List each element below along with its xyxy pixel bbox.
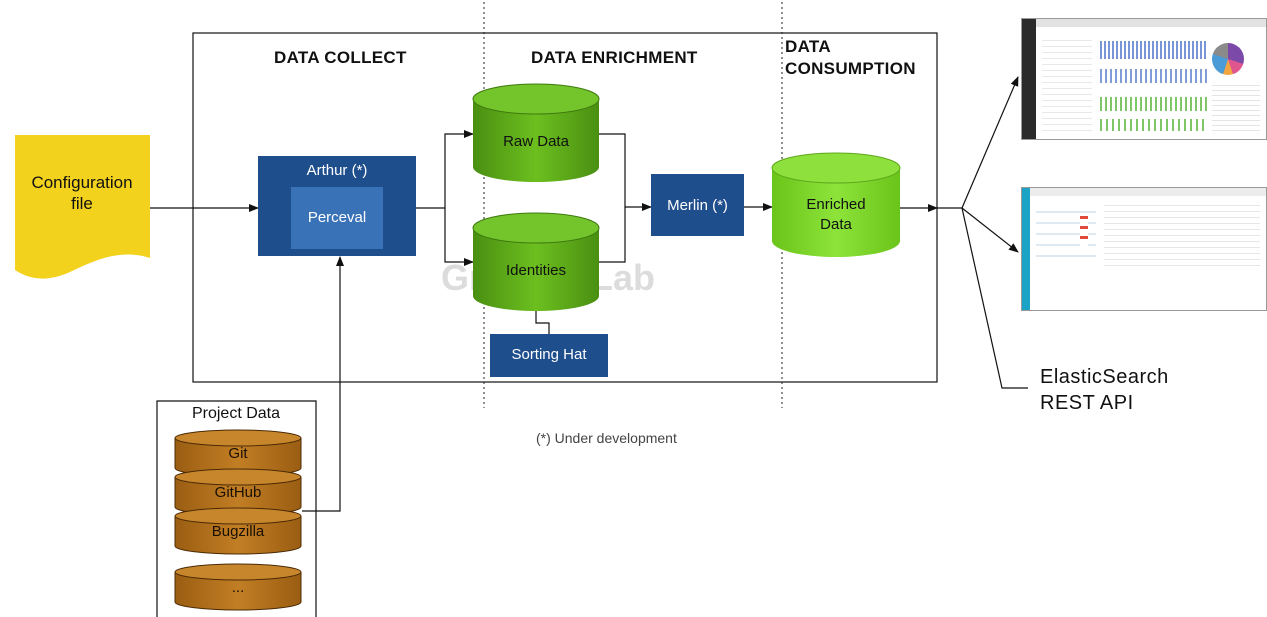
source-label-0: Git [228, 445, 248, 462]
configuration-file-label-2: file [71, 194, 93, 213]
enriched-data-label-2: Data [820, 216, 852, 233]
arrow-identities-to-merlin [599, 207, 626, 263]
dashboard-topbar [1036, 19, 1266, 27]
sorting-hat-box [490, 334, 608, 377]
kibana-dashboard-screenshot-2 [1021, 187, 1267, 311]
merlin-box [651, 174, 744, 236]
api-label-1: ElasticSearch [1040, 366, 1169, 388]
sorting-hat-label: Sorting Hat [511, 346, 587, 363]
enriched-data-cylinder [771, 152, 901, 257]
arrow-rawdata-to-merlin [599, 133, 652, 211]
configuration-file-label-1: Configuration [31, 173, 133, 192]
project-data-frame [156, 400, 317, 617]
source-cylinder-0 [174, 429, 302, 477]
merlin-label: Merlin (*) [667, 197, 728, 214]
source-label-1: GitHub [214, 484, 262, 501]
dashboard-sidebar [1022, 188, 1030, 310]
section-title-data-consumption-1: DATA [785, 37, 831, 56]
identities-cylinder [472, 212, 600, 311]
perceval-label: Perceval [307, 209, 367, 226]
arrow-to-dashboard-1 [961, 76, 1019, 209]
enriched-data-label-1: Enriched [806, 196, 866, 213]
project-data-sources [174, 429, 302, 611]
dashboard-table [1042, 35, 1092, 133]
section-title-data-consumption-2: CONSUMPTION [785, 59, 916, 78]
arrow-arthur-split [416, 130, 474, 209]
footnote: (*) Under development [536, 430, 677, 446]
section-title-data-collect: DATA COLLECT [274, 48, 407, 67]
source-cylinder-1 [174, 468, 302, 516]
source-label-2: Bugzilla [211, 523, 265, 540]
dashboard-pie-chart [1212, 43, 1244, 75]
dashboard-sidebar [1022, 19, 1036, 139]
kibana-dashboard-screenshot-1 [1021, 18, 1267, 140]
connector-identities-sorting-hat [535, 311, 550, 334]
api-label-2: REST API [1040, 392, 1134, 414]
arrow-to-dashboard-2 [961, 207, 1019, 253]
section-title-data-enrichment: DATA ENRICHMENT [531, 48, 698, 67]
project-data-title: Project Data [191, 405, 281, 422]
source-cylinder-3 [174, 563, 302, 611]
arrow-arthur-to-identities [444, 208, 474, 266]
identities-label: Identities [505, 262, 567, 279]
dashboard-topbar [1030, 188, 1266, 196]
dashboard-table [1104, 200, 1260, 266]
dashboard-chart-green-2 [1100, 119, 1208, 131]
dashboard-chart-blue [1100, 41, 1208, 59]
perceval-box [291, 187, 383, 249]
dashboard-accent [1080, 216, 1088, 246]
raw-data-label: Raw Data [503, 133, 569, 150]
dashboard-chart-green [1100, 97, 1208, 111]
arthur-label: Arthur (*) [306, 162, 368, 179]
raw-data-cylinder [472, 83, 600, 182]
configuration-file-shape [15, 135, 150, 279]
line-to-api [961, 207, 1028, 389]
dashboard-chart-blue-2 [1100, 69, 1208, 83]
arrow-project-data-to-arthur [302, 256, 344, 512]
source-label-3: ... [231, 579, 245, 596]
dashboard-list [1212, 81, 1260, 133]
source-cylinder-2 [174, 507, 302, 555]
